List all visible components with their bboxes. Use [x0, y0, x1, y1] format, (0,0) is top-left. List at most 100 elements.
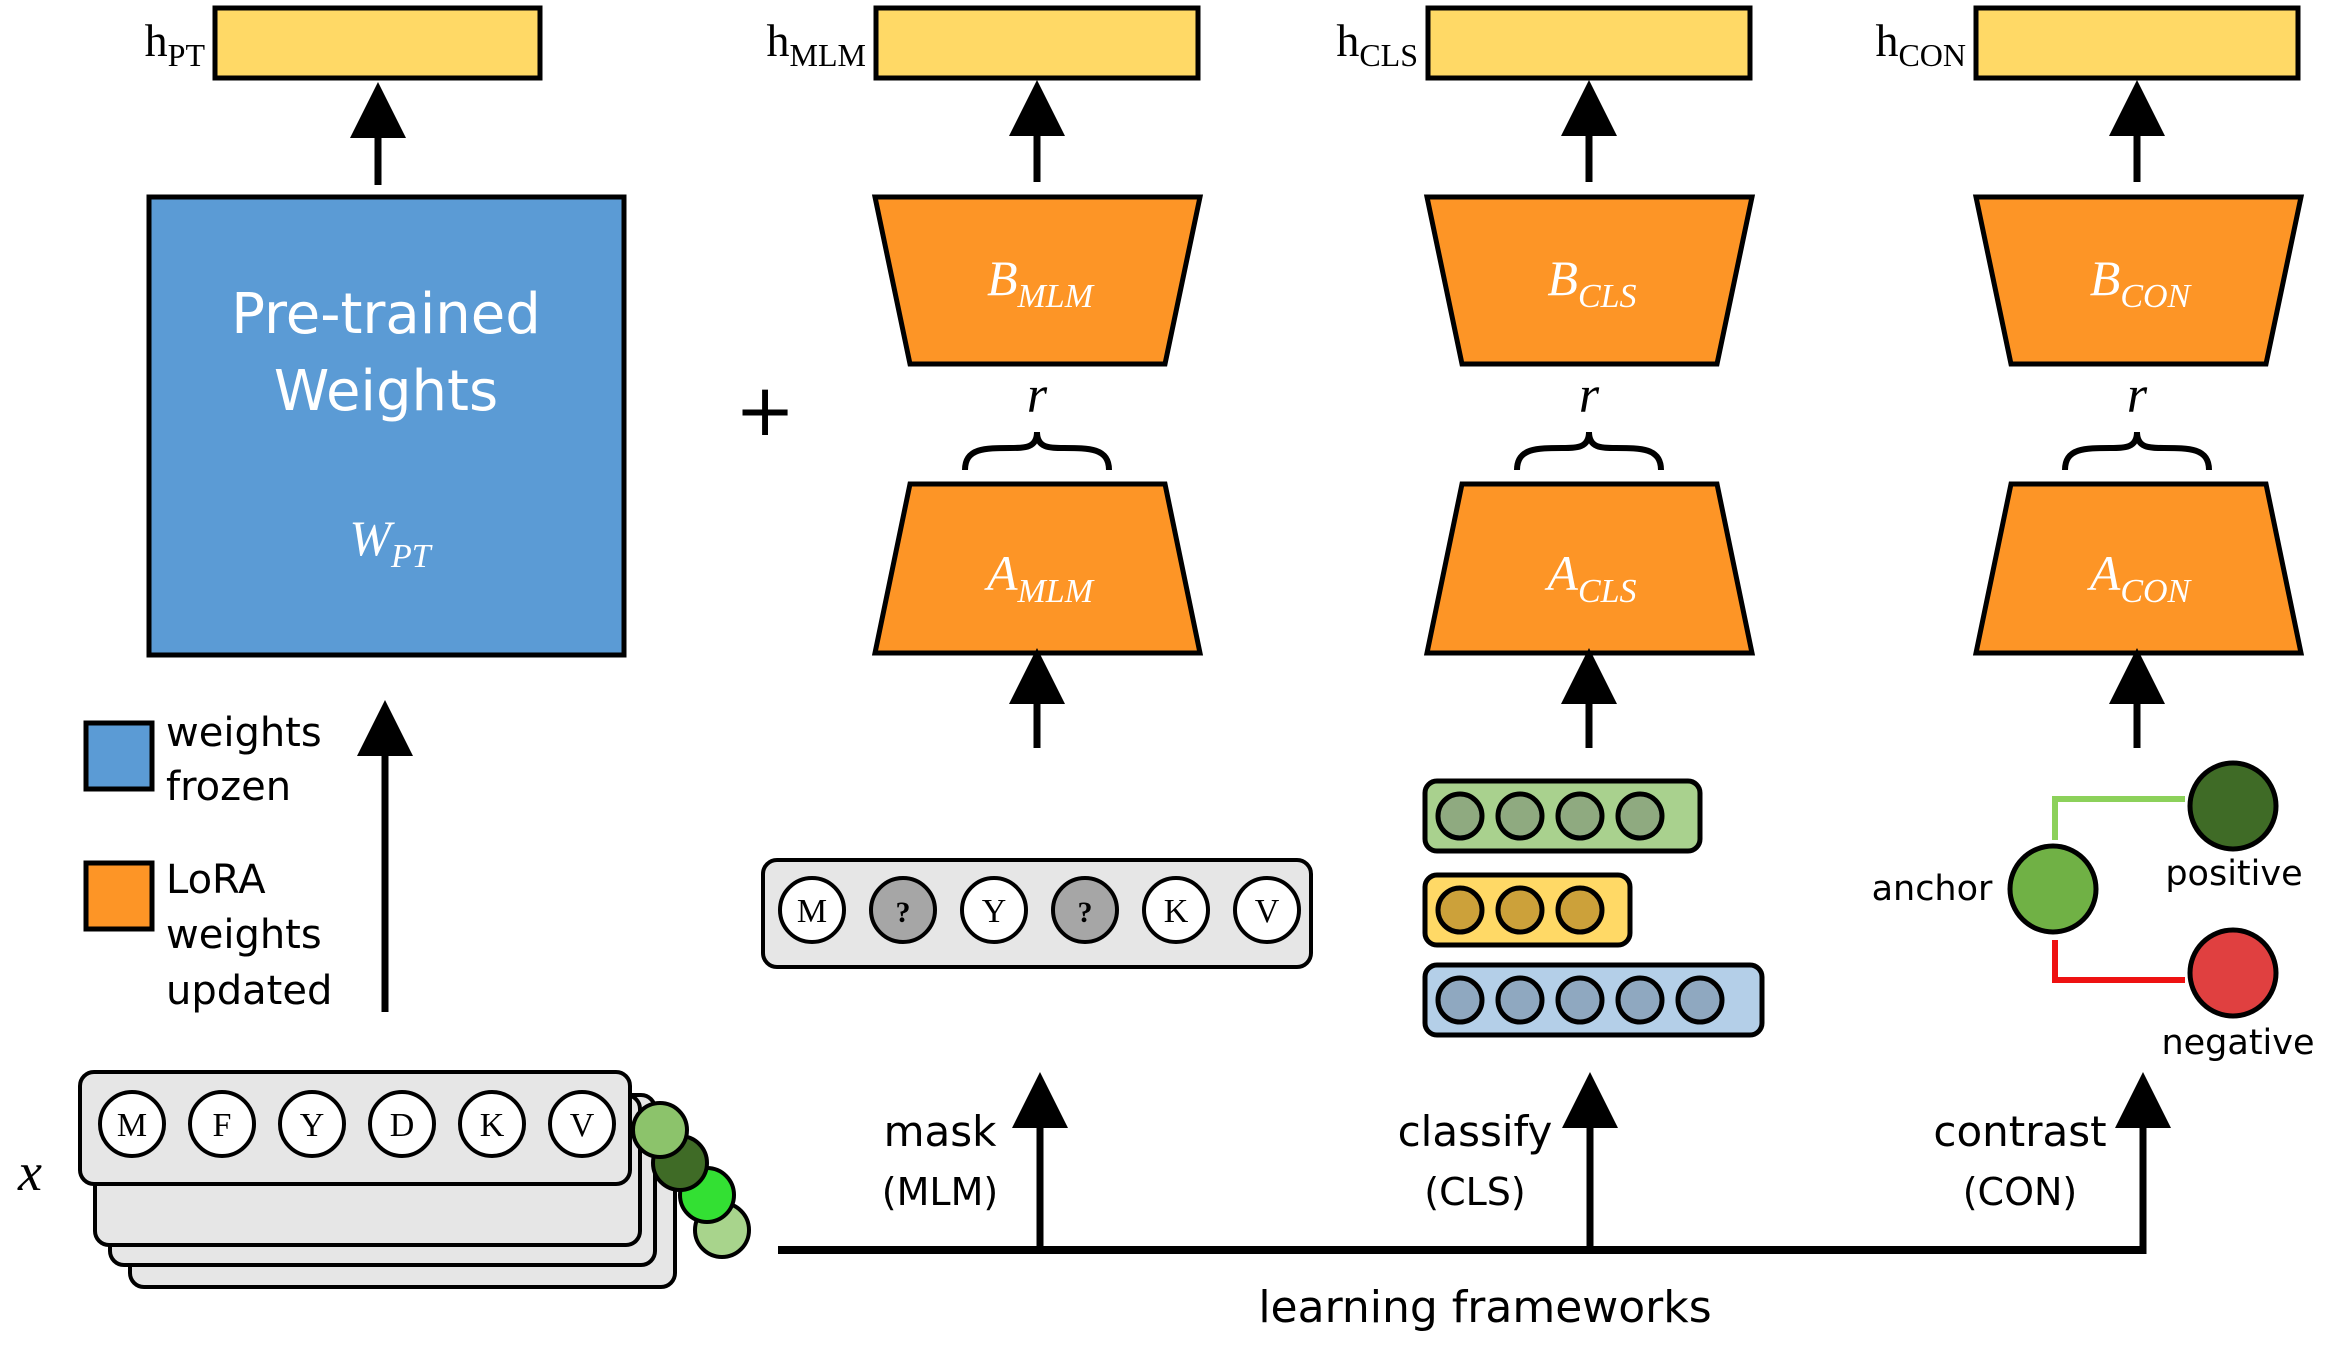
output-mlm-label: hMLM [767, 15, 866, 73]
token-circle [960, 876, 1028, 944]
output-pt: hPT [145, 5, 543, 81]
rank-brace [962, 431, 1112, 471]
anchor-node [2007, 843, 2099, 935]
framework-classify-abbr: (CLS) [1424, 1170, 1525, 1214]
input-symbol: x [17, 1142, 42, 1202]
adapter-cls-A [1423, 481, 1756, 656]
class-vector-dot [1675, 975, 1725, 1025]
adapter-cls: BCLS r ACLS [1423, 194, 1756, 656]
mlm-token-label: ? [1078, 896, 1093, 929]
con-example: anchor positive negative [1872, 760, 2315, 1063]
output-mlm-vector [873, 5, 1201, 81]
framework-contrast-abbr: (CON) [1963, 1170, 2078, 1214]
negative-node [2187, 927, 2279, 1019]
masked-token [869, 876, 937, 944]
legend-frozen-label: frozen [166, 764, 291, 810]
input-token-label: V [570, 1107, 595, 1144]
learning-frameworks: mask (MLM) classify (CLS) contrast (CON)… [778, 1072, 2171, 1333]
legend-lora-swatch [83, 860, 155, 932]
mlm-token-label: ? [896, 896, 911, 929]
adapter-mlm-A [871, 481, 1204, 656]
class-vector-dot [1435, 791, 1485, 841]
frameworks-label: learning frameworks [1258, 1282, 1711, 1333]
mlm-token-label: V [1255, 893, 1280, 930]
adapter-con-B [1972, 194, 2305, 367]
adapter-mlm-A-label: AMLM [984, 545, 1095, 610]
plus-sign: + [735, 368, 795, 452]
adapter-mlm-rank: r [1027, 367, 1048, 424]
token-circle [1233, 876, 1301, 944]
pretrained-symbol: WPT [349, 510, 432, 575]
class-vector-dot [1495, 791, 1545, 841]
class-vector-dot [1555, 885, 1605, 935]
adapter-cls-B-label: BCLS [1547, 250, 1636, 315]
mlm-token-label: M [797, 893, 827, 930]
class-vector-dot [1495, 975, 1545, 1025]
legend-frozen-label: weights [166, 710, 322, 756]
adapter-mlm: BMLM r AMLM [871, 194, 1204, 656]
token-circle [1142, 876, 1210, 944]
positive-label: positive [2165, 854, 2302, 894]
mlm-token-label: K [1164, 893, 1189, 930]
legend-lora-label: LoRA [166, 857, 266, 903]
output-cls: hCLS [1336, 5, 1753, 81]
adapter-mlm-B [871, 194, 1204, 367]
adapter-con-rank: r [2127, 367, 2148, 424]
cls-example [1422, 778, 1765, 1038]
pretrained-weights-box [146, 194, 627, 658]
token-circle [368, 1090, 436, 1158]
token-circle [458, 1090, 526, 1158]
framework-mask-label: mask [884, 1107, 998, 1156]
legend: weights frozen LoRA weights updated [83, 710, 332, 1014]
adapter-con-A [1972, 481, 2305, 656]
legend-lora-label: updated [166, 968, 332, 1014]
class-vector-dot [1435, 975, 1485, 1025]
class-vector-dot [1555, 975, 1605, 1025]
output-pt-vector [212, 5, 543, 81]
negative-link [2052, 940, 2185, 983]
input-token-label: M [117, 1107, 147, 1144]
embedding-dot [631, 1101, 689, 1159]
pretrained-title-line1: Pre-trained [231, 282, 541, 347]
class-vector-dot [1435, 885, 1485, 935]
class-vector-dot [1555, 791, 1605, 841]
output-con-label: hCON [1875, 15, 1966, 73]
rank-brace [1514, 431, 1664, 471]
token-circle [548, 1090, 616, 1158]
output-mlm: hMLM [767, 5, 1201, 81]
class-vector-dot [1615, 791, 1665, 841]
output-pt-label: hPT [145, 15, 206, 73]
negative-label: negative [2161, 1023, 2314, 1063]
framework-contrast-label: contrast [1933, 1107, 2106, 1156]
framework-classify-label: classify [1398, 1107, 1553, 1156]
masked-token [1051, 876, 1119, 944]
input-token-label: D [390, 1107, 415, 1144]
output-con: hCON [1875, 5, 2301, 81]
adapter-con-B-label: BCON [2090, 250, 2193, 315]
rank-brace [2062, 431, 2212, 471]
output-cls-vector [1425, 5, 1753, 81]
arrows-to-adapters [357, 648, 2165, 1012]
positive-node [2187, 760, 2279, 852]
token-circle [778, 876, 846, 944]
adapter-mlm-B-label: BMLM [987, 250, 1095, 315]
pretrained-title-line2: Weights [274, 359, 498, 424]
class-vector-dot [1495, 885, 1545, 935]
adapter-cls-A-label: ACLS [1544, 545, 1636, 610]
adapter-cls-rank: r [1579, 367, 1600, 424]
output-cls-label: hCLS [1336, 15, 1418, 73]
input-token-label: K [480, 1107, 505, 1144]
class-vector-dots [1435, 791, 1725, 1025]
input-token-label: Y [300, 1107, 325, 1144]
input-token-label: F [213, 1107, 232, 1144]
adapter-con-A-label: ACON [2087, 545, 2193, 610]
adapter-cls-B [1423, 194, 1756, 367]
output-con-vector [1973, 5, 2301, 81]
token-circle [188, 1090, 256, 1158]
legend-lora-label: weights [166, 912, 322, 958]
adapter-con: BCON r ACON [1972, 194, 2305, 656]
framework-mask-abbr: (MLM) [882, 1170, 998, 1214]
